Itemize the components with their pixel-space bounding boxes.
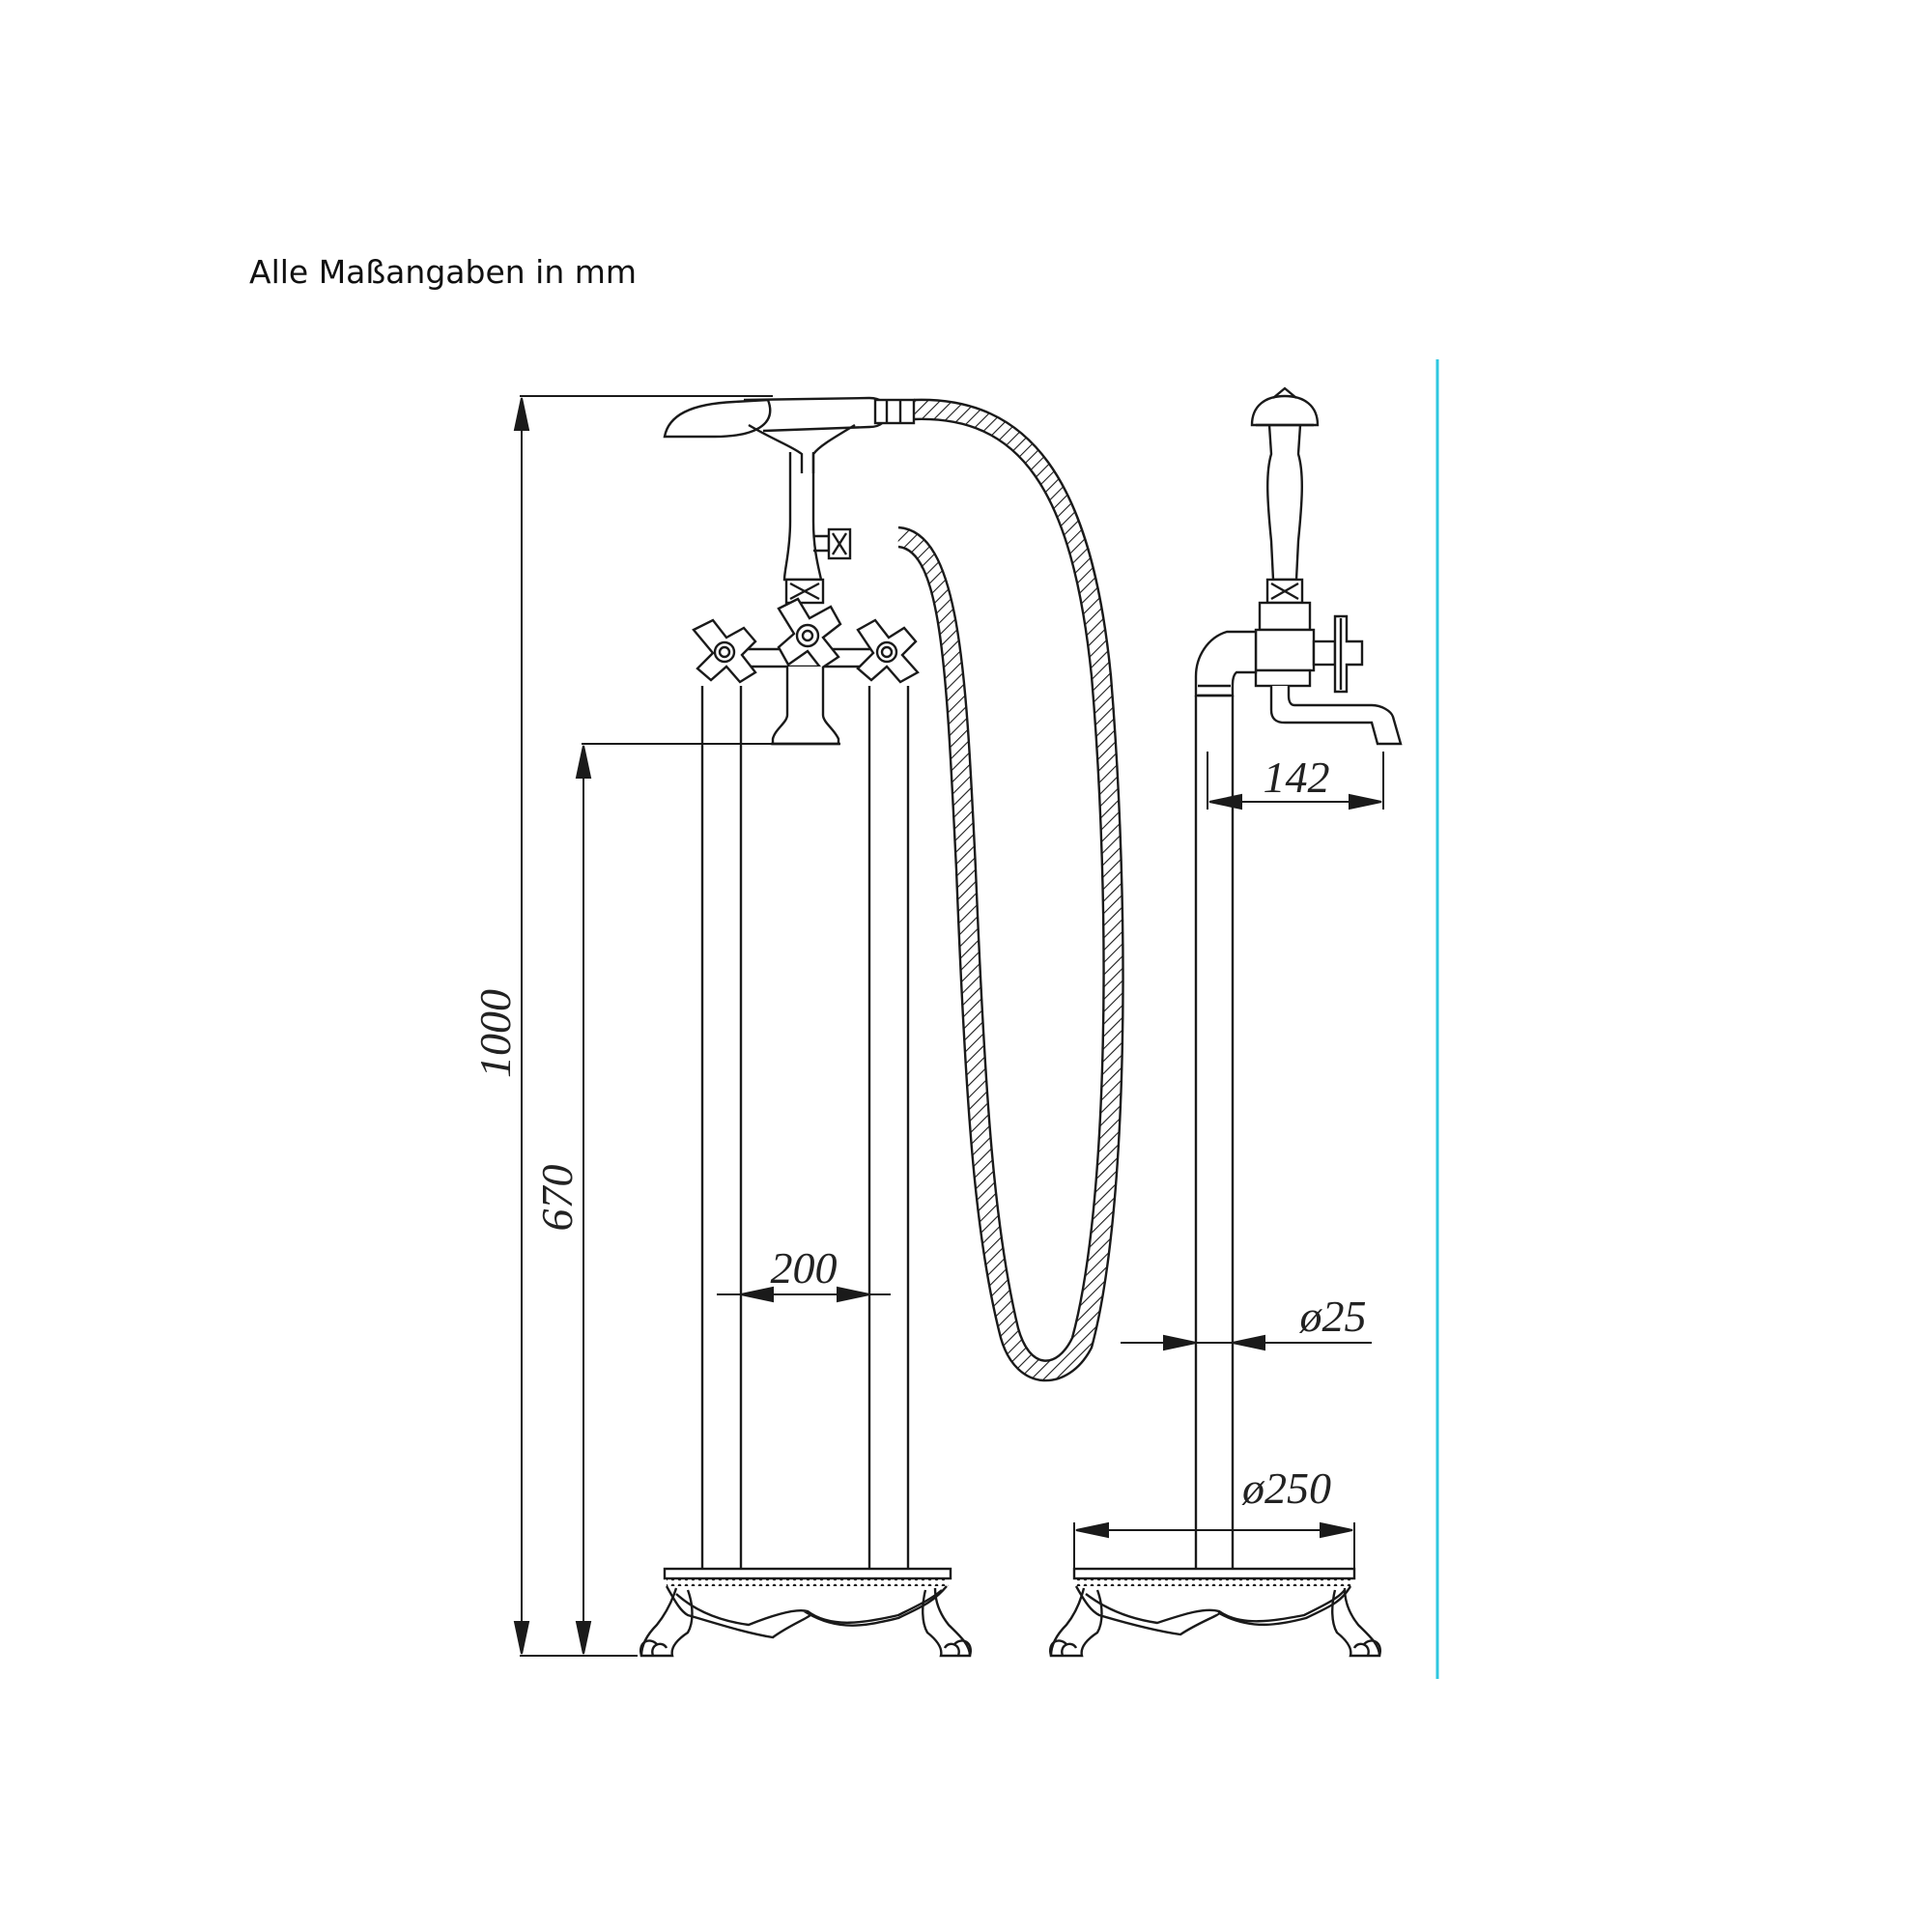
side-spout (1269, 686, 1403, 746)
label-pipe-diameter: ø25 (1299, 1292, 1367, 1341)
side-view-dimensions (1073, 752, 1384, 1569)
cross-handle-center (777, 597, 842, 670)
label-spout-height: 670 (532, 1165, 582, 1232)
label-total-height: 1000 (470, 989, 520, 1078)
shower-hose-outer (896, 399, 1123, 1380)
front-view (639, 396, 1124, 1658)
foot-front-left (639, 1587, 694, 1658)
foot-side-right (1331, 1587, 1381, 1658)
spout-front (771, 667, 840, 746)
foot-front-right (922, 1587, 972, 1658)
base-skirt-front (665, 1585, 948, 1639)
side-valve-body (1258, 601, 1312, 632)
foot-side-left (1049, 1587, 1103, 1658)
front-view-dimensions (513, 395, 891, 1657)
side-elbow (1194, 630, 1258, 697)
side-cradle-stem (1266, 424, 1303, 582)
hose-connector-top (873, 398, 916, 425)
base-plate-front (663, 1567, 952, 1580)
cross-handle-right (856, 618, 920, 684)
hand-shower-head (663, 398, 772, 439)
base-skirt-side (1074, 1585, 1352, 1636)
side-cross-handle (1312, 614, 1364, 694)
base-plate-side (1072, 1567, 1356, 1580)
side-view (1049, 386, 1403, 1658)
cross-handle-left (692, 618, 757, 684)
side-cradle-cap (1250, 394, 1320, 427)
label-inlet-spacing: 200 (771, 1243, 838, 1293)
label-base-diameter: ø250 (1241, 1463, 1331, 1513)
label-spout-reach: 142 (1264, 753, 1330, 802)
units-note: Alle Maßangaben in mm (249, 253, 638, 291)
